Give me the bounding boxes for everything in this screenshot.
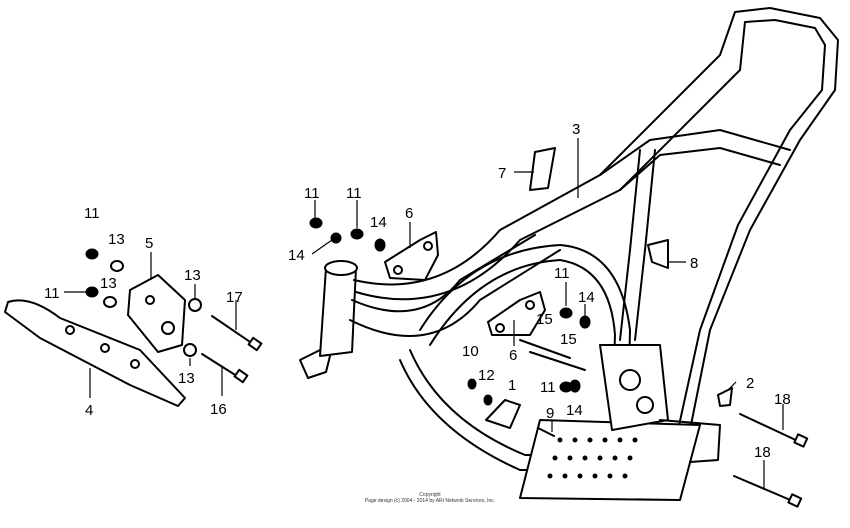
callout-4: 4	[85, 402, 93, 419]
callout-8: 8	[690, 255, 698, 272]
callout-6: 6	[405, 205, 413, 222]
callout-16: 16	[210, 401, 227, 418]
callout-14: 14	[566, 402, 583, 419]
skid-plate-holes	[547, 437, 638, 479]
frame-body	[299, 7, 839, 501]
callout-13: 13	[100, 275, 117, 292]
copyright-notice: Copyright Page design (c) 2004 - 2014 by…	[330, 492, 530, 504]
leader-lines	[64, 138, 784, 490]
callout-3: 3	[572, 121, 580, 138]
callout-9: 9	[546, 405, 554, 422]
part-5-bracket	[127, 274, 186, 353]
callout-2: 2	[746, 375, 754, 392]
callout-14: 14	[370, 214, 387, 231]
callout-11: 11	[346, 185, 362, 202]
callout-14: 14	[288, 247, 305, 264]
callout-10: 10	[462, 343, 479, 360]
collars-14	[330, 232, 591, 393]
bolts	[201, 315, 809, 508]
callout-numbers: 11 13 5 13 11 13 17 13 16 4 11 11 6 14 1…	[44, 121, 791, 461]
nut-12	[483, 394, 493, 406]
copyright-line-1: Copyright	[419, 492, 441, 498]
nut-10	[467, 378, 477, 390]
callout-13: 13	[184, 267, 201, 284]
callout-6: 6	[509, 347, 517, 364]
callout-11: 11	[84, 205, 100, 222]
callout-5: 5	[145, 235, 153, 252]
callout-13: 13	[108, 231, 125, 248]
washers-13	[103, 260, 202, 357]
part-7-label	[529, 147, 556, 191]
callout-12: 12	[478, 367, 495, 384]
copyright-line-2: Page design (c) 2004 - 2014 by ARI Netwo…	[364, 498, 496, 504]
callout-13: 13	[178, 370, 195, 387]
callout-18: 18	[774, 391, 791, 408]
part-2-bracket	[717, 387, 733, 407]
callout-17: 17	[226, 289, 243, 306]
callout-14: 14	[578, 289, 595, 306]
callout-7: 7	[498, 165, 506, 182]
callout-11: 11	[540, 379, 556, 396]
callout-18: 18	[754, 444, 771, 461]
callout-11: 11	[554, 265, 570, 282]
callout-15: 15	[536, 311, 553, 328]
nuts-11	[85, 217, 573, 393]
callout-11: 11	[44, 285, 60, 302]
part-6-bracket-lower	[487, 291, 546, 336]
part-6-bracket-upper	[384, 231, 439, 281]
callout-1: 1	[508, 377, 516, 394]
part-4-plate	[4, 299, 186, 407]
part-8-label	[647, 239, 669, 269]
part-1-bracket	[485, 399, 521, 429]
callout-15: 15	[560, 331, 577, 348]
callout-11: 11	[304, 185, 320, 202]
